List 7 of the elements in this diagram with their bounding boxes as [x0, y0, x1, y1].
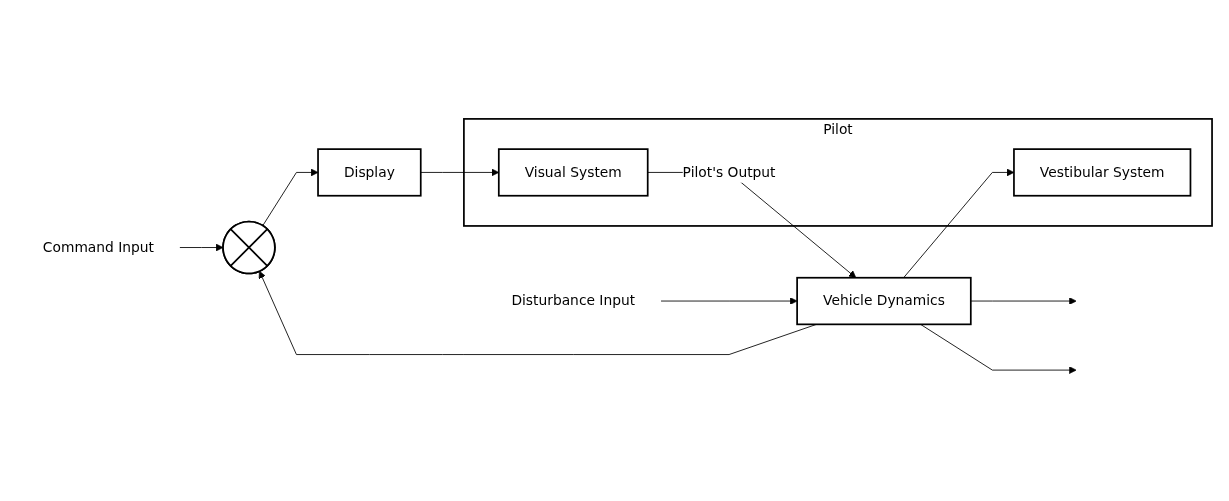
node-box: Visual System	[497, 147, 649, 197]
node-text: Disturbance Input	[511, 291, 636, 309]
node-box: Vehicle Dynamics	[796, 276, 972, 325]
node-box: Display	[317, 147, 422, 197]
node-text: Command Input	[42, 238, 154, 255]
node-box: Vestibular System	[1013, 147, 1192, 197]
edge-label: Pilot's Output	[682, 163, 776, 180]
